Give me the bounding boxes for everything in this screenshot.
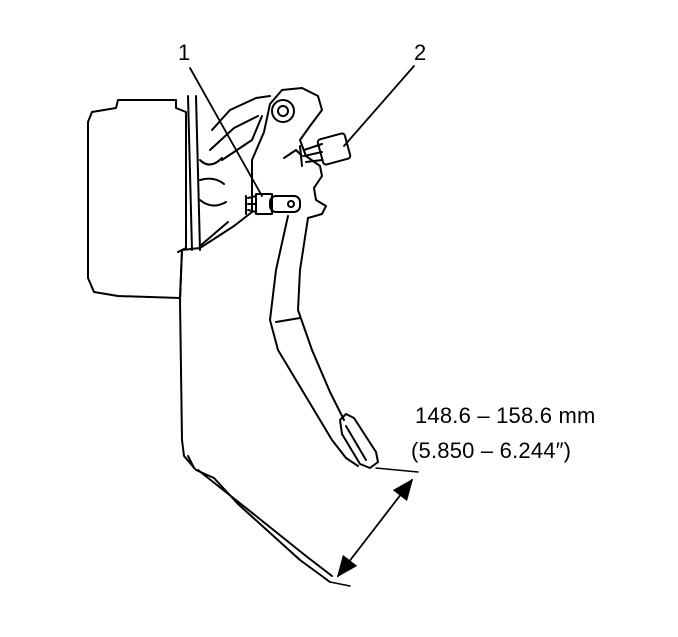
leader-line-1 (189, 67, 263, 197)
pedal-pad (339, 413, 379, 469)
pedal-arm (269, 215, 359, 467)
leader-line-2 (343, 65, 415, 147)
callout-label-1: 1 (178, 40, 191, 65)
callout-label-2: 2 (414, 40, 427, 65)
switch-1 (245, 193, 301, 215)
dimension-extension-line-bottom (329, 581, 351, 587)
pedal-bracket (179, 87, 333, 583)
pivot-bolt (271, 99, 295, 123)
dimension-arrow (336, 478, 414, 578)
dimension-metric-label: 148.6 – 158.6 mm (415, 403, 596, 428)
switch-2 (283, 132, 352, 167)
brake-booster (87, 95, 227, 299)
dimension-imperial-label: (5.850 – 6.244″) (411, 438, 572, 463)
dimension-extension-line-top (375, 467, 419, 473)
